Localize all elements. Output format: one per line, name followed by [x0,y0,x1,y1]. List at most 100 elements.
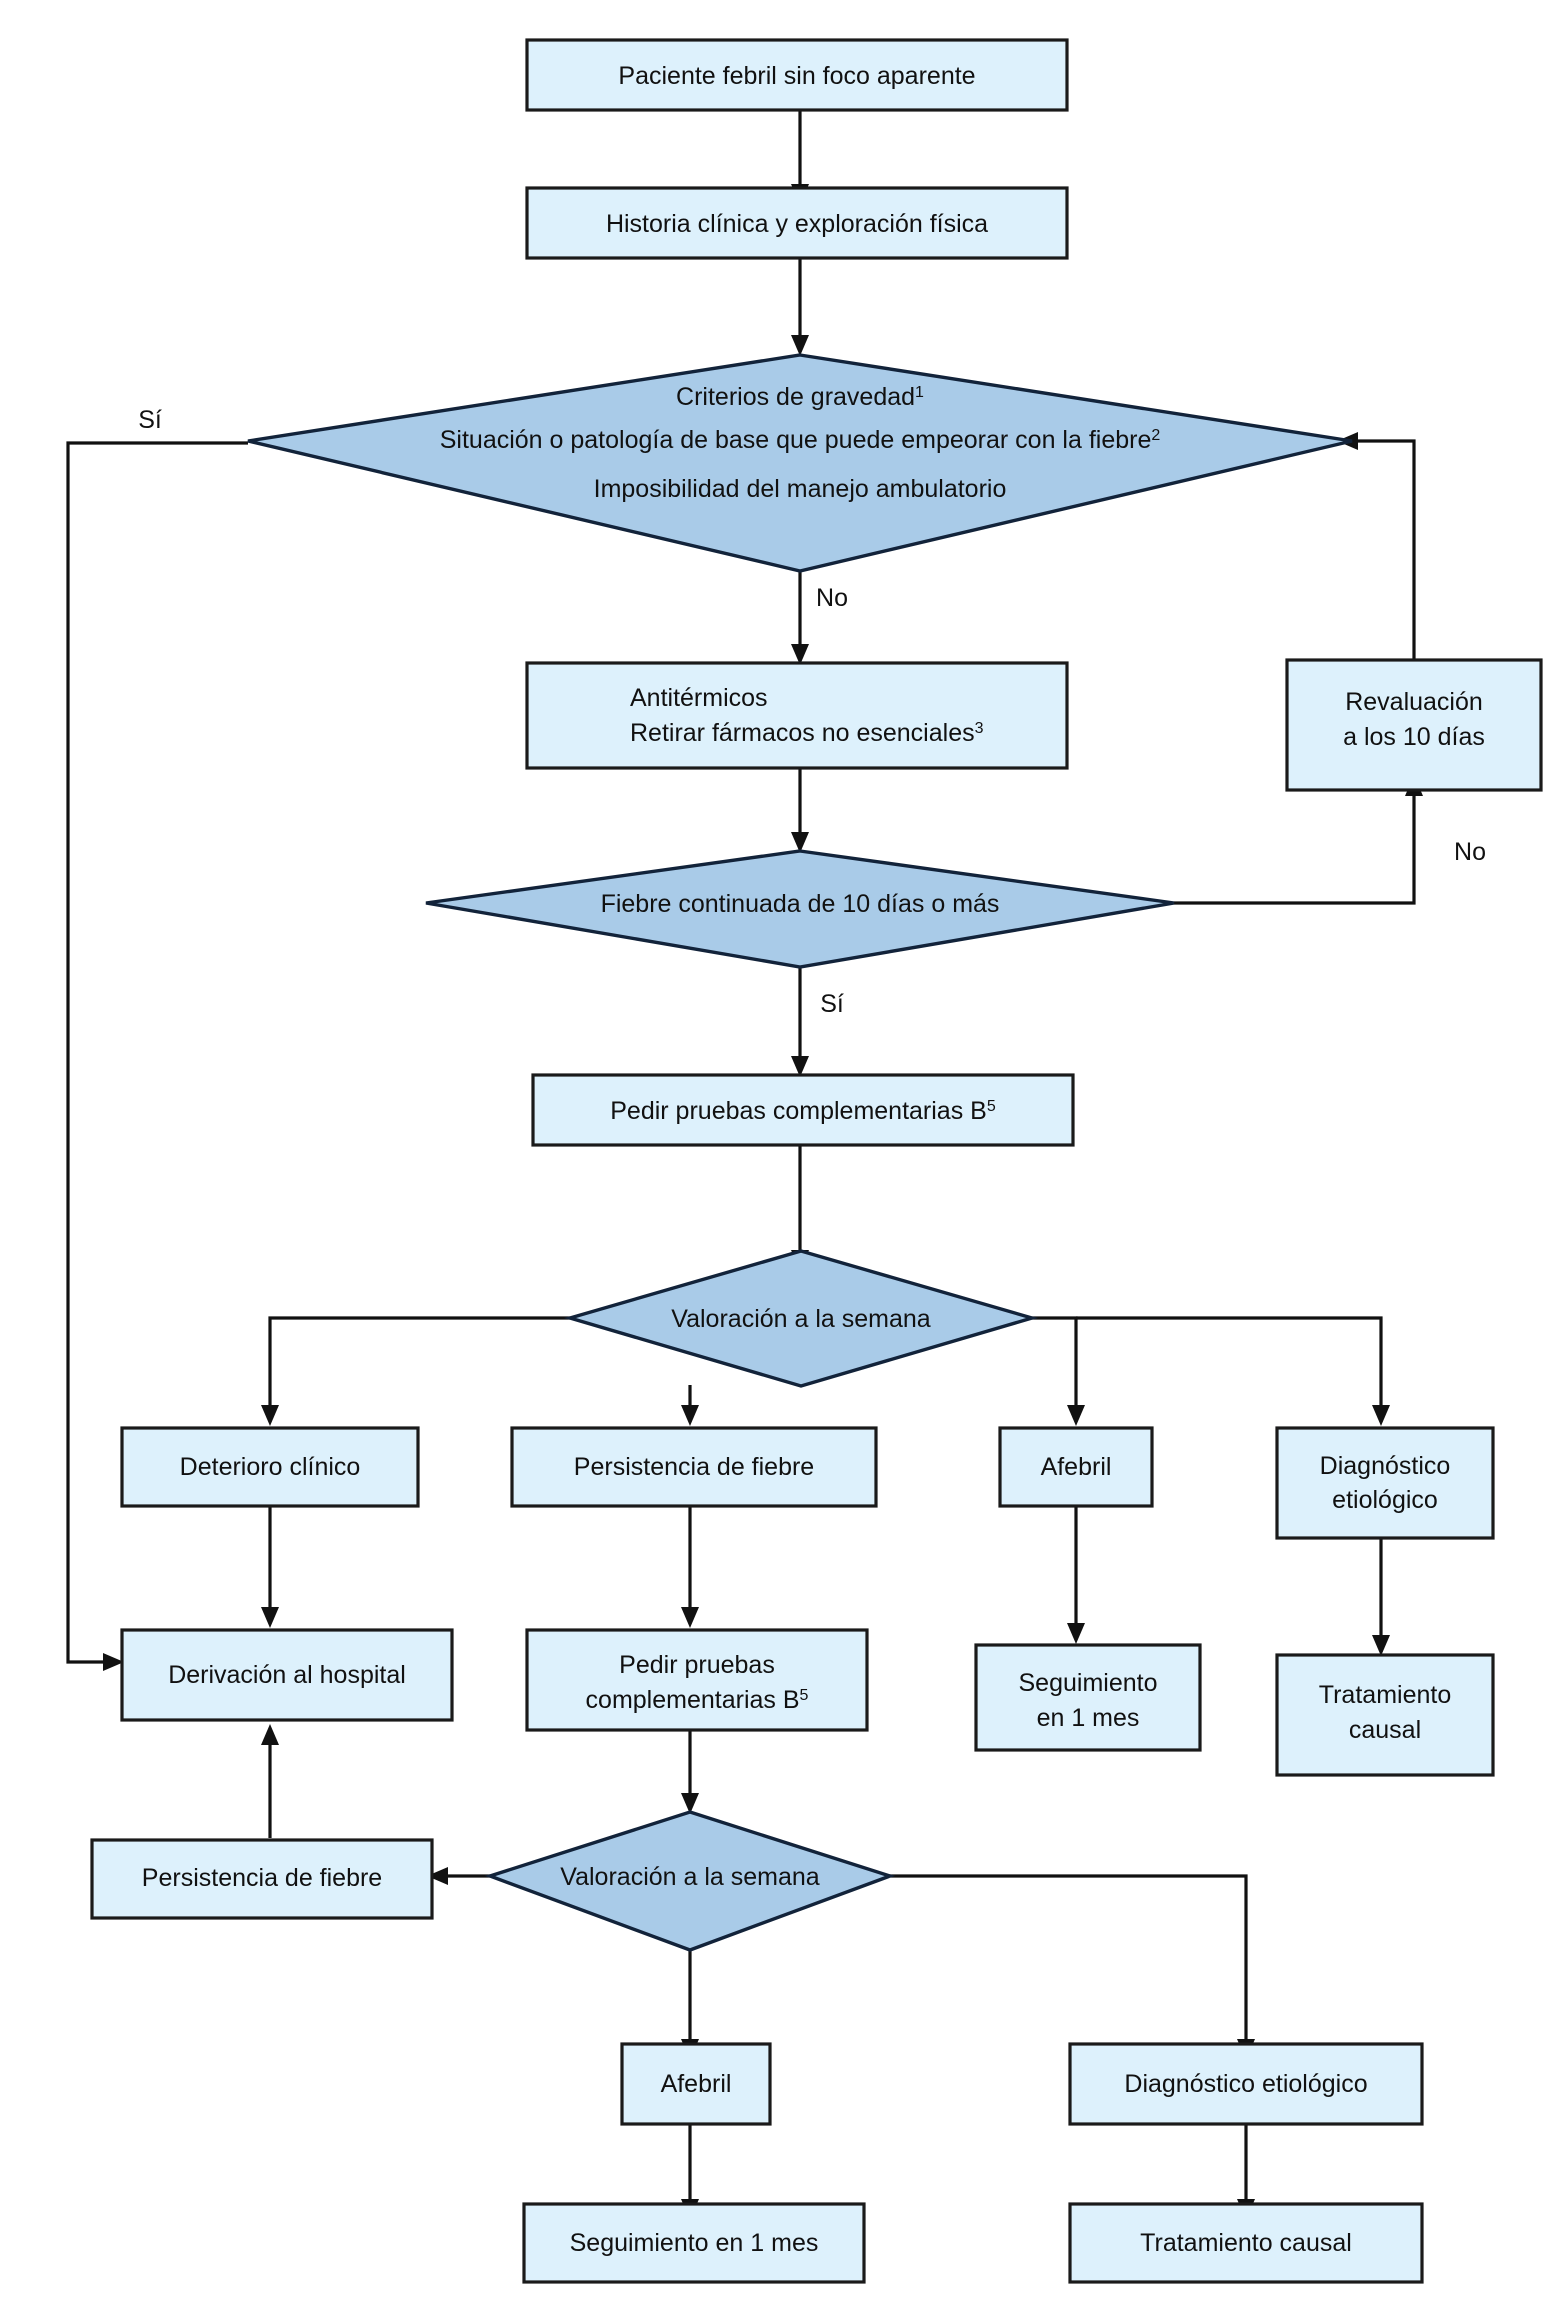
node-afebril2[interactable]: Afebril [620,2042,772,2126]
start-label: Paciente febril sin foco aparente [618,62,975,90]
criterios-diamond[interactable] [247,353,1353,573]
edge-revaluacion-to-criterios [1352,439,1416,660]
node-diagnostico1[interactable]: Diagnóstico etiológico [1275,1426,1495,1540]
branch-label-no-fiebre10: No [1454,838,1486,866]
node-valoracion1-decision[interactable]: Valoración a la semana [563,1249,1039,1388]
node-seguimiento2[interactable]: Seguimiento en 1 mes [522,2202,866,2284]
edge-valoracion1-to-deterioro [268,1316,570,1410]
node-deterioro[interactable]: Deterioro clínico [120,1426,420,1508]
diagnostico1-box[interactable] [1275,1426,1495,1540]
node-criterios-decision[interactable]: Criterios de gravedad1 Situación o patol… [247,353,1353,573]
persistencia1-label: Persistencia de fiebre [574,1453,814,1481]
arrowhead-valoracion2-persistencia2 [427,1867,448,1885]
node-seguimiento1[interactable]: Seguimiento en 1 mes [974,1643,1202,1752]
pruebas2-box[interactable] [525,1628,869,1732]
node-fiebre10-decision[interactable]: Fiebre continuada de 10 días o más [425,849,1175,969]
antitermicos-box[interactable] [525,661,1069,770]
diagnostico2-label: Diagnóstico etiológico [1124,2070,1367,2098]
node-antitermicos[interactable]: Antitérmicos Retirar fármacos no esencia… [525,661,1069,770]
seguimiento1-line1: Seguimiento [1019,1669,1158,1697]
arrowhead-historia-criterios [791,335,809,356]
arrowhead-antitermicos-fiebre10 [791,832,809,853]
node-persistencia1[interactable]: Persistencia de fiebre [510,1426,878,1508]
tratamiento1-line1: Tratamiento [1319,1681,1451,1709]
arrowhead-afebril1-seguimiento1 [1067,1623,1085,1644]
edge-criterios-si-to-derivacion [66,441,248,1664]
antitermicos-line1: Antitérmicos [630,684,768,712]
node-pruebas2[interactable]: Pedir pruebas complementarias B5 [525,1628,869,1732]
arrowhead-valoracion1-persistencia1 [681,1405,699,1426]
node-derivacion[interactable]: Derivación al hospital [120,1628,454,1722]
start-box[interactable] [525,38,1069,112]
pruebas2-line1: Pedir pruebas [619,1651,775,1679]
revaluacion-box[interactable] [1285,658,1543,792]
derivacion-box[interactable] [120,1628,454,1722]
valoracion2-diamond[interactable] [484,1810,896,1952]
valoracion1-label: Valoración a la semana [671,1305,931,1333]
arrowhead-si-pruebas [791,1056,809,1077]
arrowhead-pruebas2-valoracion2 [681,1793,699,1814]
arrowhead-persistencia2-derivacion [261,1724,279,1745]
revaluacion-line1: Revaluación [1345,688,1483,716]
afebril1-label: Afebril [1041,1453,1112,1481]
persistencia1-box[interactable] [510,1426,878,1508]
branch-label-no-criterios: No [816,584,848,612]
afebril2-label: Afebril [661,2070,732,2098]
arrowhead-valoracion1-diagnostico1 [1372,1405,1390,1426]
deterioro-label: Deterioro clínico [180,1453,361,1481]
criterios-line1: Criterios de gravedad1 [676,383,924,411]
edge-valoracion1-to-afebril1 [1032,1316,1078,1410]
node-revaluacion[interactable]: Revaluación a los 10 días [1285,658,1543,792]
node-diagnostico2[interactable]: Diagnóstico etiológico [1068,2042,1424,2126]
seguimiento2-label: Seguimiento en 1 mes [570,2229,819,2257]
arrowhead-diagnostico1-tratamiento1 [1372,1635,1390,1656]
tratamiento1-box[interactable] [1275,1653,1495,1777]
derivacion-label: Derivación al hospital [168,1661,406,1689]
valoracion1-diamond[interactable] [563,1249,1039,1388]
arrowhead-deterioro-derivacion [261,1607,279,1628]
fiebre10-diamond[interactable] [425,849,1175,969]
afebril1-box[interactable] [998,1426,1154,1508]
tratamiento2-label: Tratamiento causal [1140,2229,1352,2257]
node-historia[interactable]: Historia clínica y exploración física [525,186,1069,260]
edge-valoracion1-to-diagnostico1 [1076,1316,1383,1410]
branch-label-si-fiebre10: Sí [820,990,844,1018]
arrowhead-persistencia1-pruebas2 [681,1607,699,1628]
criterios-line2: Situación o patología de base que puede … [440,426,1161,454]
edge-valoracion2-to-diagnostico2 [890,1874,1248,2044]
seguimiento2-box[interactable] [522,2202,866,2284]
pruebas-b5-label: Pedir pruebas complementarias B5 [610,1097,996,1125]
revaluacion-line2: a los 10 días [1343,723,1485,751]
diagnostico1-line1: Diagnóstico [1320,1452,1451,1480]
arrowhead-valoracion1-deterioro [261,1405,279,1426]
branch-label-si-criterios: Sí [138,406,162,434]
valoracion2-label: Valoración a la semana [560,1863,820,1891]
arrowhead-no-antitermicos [791,644,809,665]
node-afebril1[interactable]: Afebril [998,1426,1154,1508]
node-tratamiento2[interactable]: Tratamiento causal [1068,2202,1424,2284]
node-tratamiento1[interactable]: Tratamiento causal [1275,1653,1495,1777]
arrowhead-si-derivacion [103,1653,124,1671]
pruebas2-line2: complementarias B5 [586,1686,809,1714]
diagnostico2-box[interactable] [1068,2042,1424,2126]
tratamiento1-line2: causal [1349,1716,1421,1744]
afebril2-box[interactable] [620,2042,772,2126]
persistencia2-label: Persistencia de fiebre [142,1864,382,1892]
seguimiento1-box[interactable] [974,1643,1202,1752]
seguimiento1-line2: en 1 mes [1037,1704,1140,1732]
deterioro-box[interactable] [120,1426,420,1508]
pruebas-b5-box[interactable] [531,1073,1075,1147]
node-pruebas-b5[interactable]: Pedir pruebas complementarias B5 [531,1073,1075,1147]
diagnostico1-line2: etiológico [1332,1486,1438,1514]
antitermicos-line2: Retirar fármacos no esenciales3 [630,719,984,747]
arrowhead-valoracion1-afebril1 [1067,1405,1085,1426]
node-persistencia2[interactable]: Persistencia de fiebre [90,1838,434,1920]
historia-label: Historia clínica y exploración física [606,210,988,238]
persistencia2-box[interactable] [90,1838,434,1920]
historia-box[interactable] [525,186,1069,260]
node-valoracion2-decision[interactable]: Valoración a la semana [484,1810,896,1952]
node-start[interactable]: Paciente febril sin foco aparente [525,38,1069,112]
tratamiento2-box[interactable] [1068,2202,1424,2284]
